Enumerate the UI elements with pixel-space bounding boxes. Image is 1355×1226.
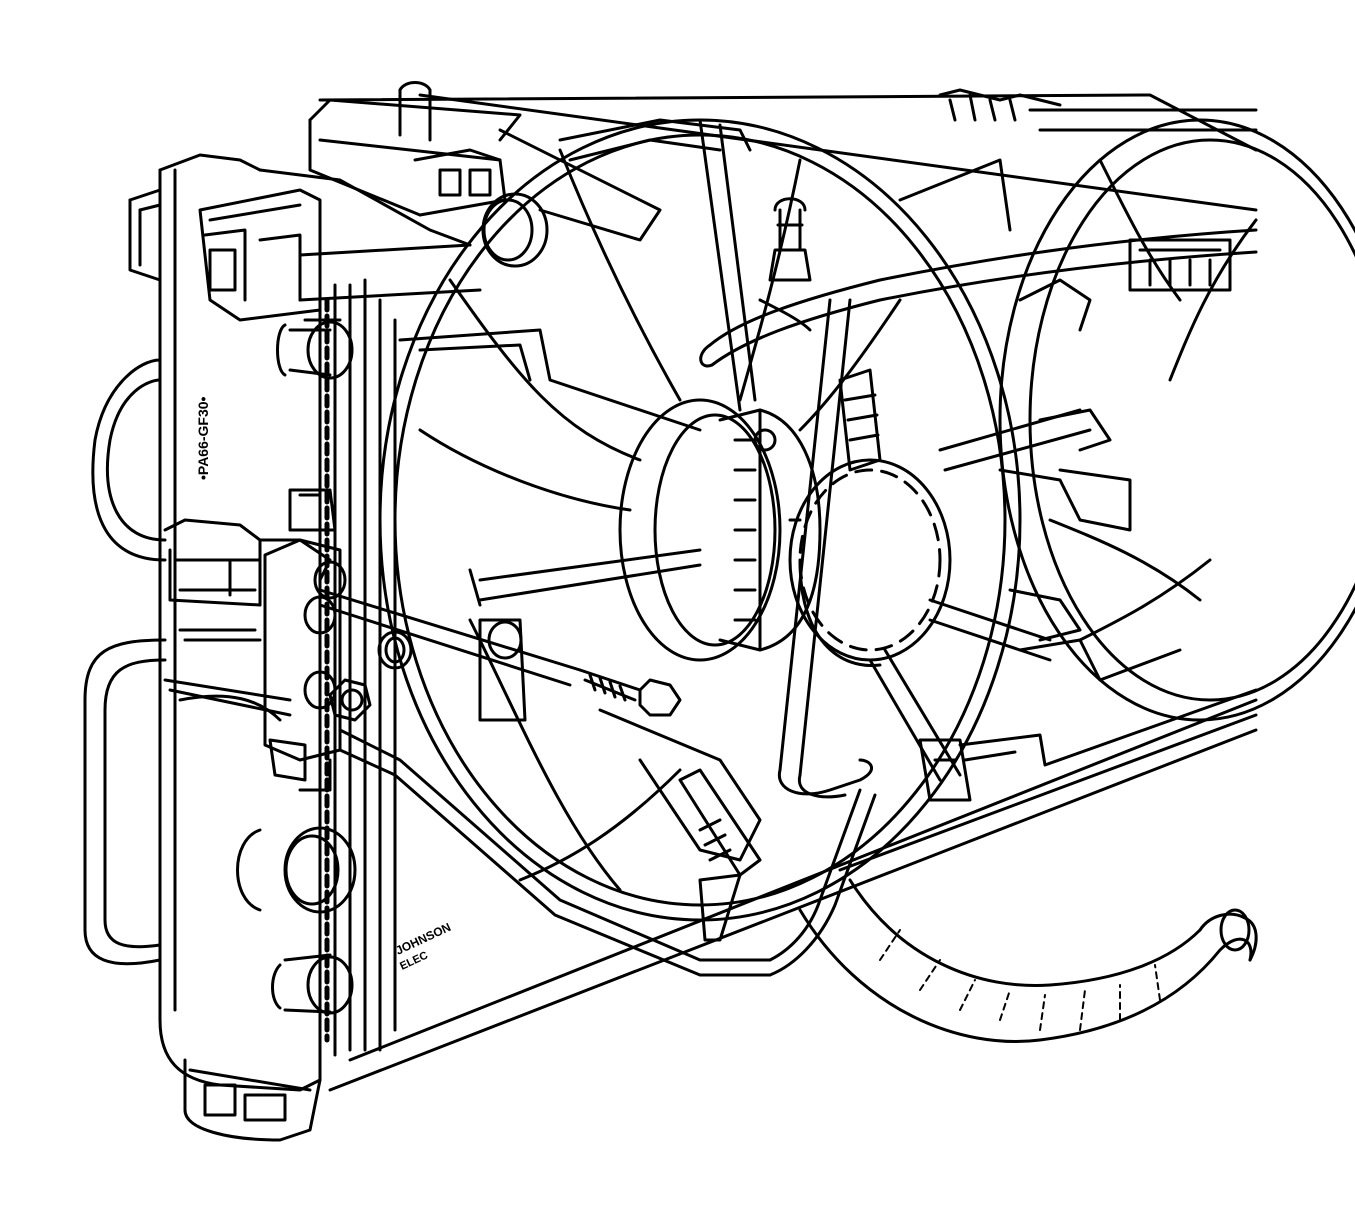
mid-tank-fitting-block [168, 538, 332, 607]
bracket-hex-bolt [328, 678, 372, 722]
radiator-core-edge [318, 278, 367, 1062]
tank-part-number-label: •PA66-GF30• [195, 396, 211, 480]
fan-motor-cap [788, 458, 952, 668]
tank-drain-bracket [183, 1058, 322, 1142]
ac-line-fitting [598, 708, 762, 942]
tank-upper-fitting [276, 318, 354, 380]
upper-crossbar [258, 81, 522, 302]
radiator-left-tank [158, 153, 322, 1092]
motor-mount-bracket-lower [918, 738, 972, 802]
ac-line-lower [338, 728, 877, 977]
tank-lower-fitting [271, 953, 354, 1015]
ac-service-port [768, 197, 812, 282]
right-cooling-fan [998, 118, 1355, 722]
fan-shroud-struts [398, 118, 962, 782]
bracket-through-bolt [318, 588, 682, 722]
core-clip-lower [268, 738, 307, 782]
right-upper-clip [1128, 238, 1232, 292]
lower-radiator-hose [798, 878, 1258, 1043]
ac-line-loop-left [83, 358, 167, 966]
left-cooling-fan [378, 118, 1022, 922]
fan-motor-hub [618, 398, 822, 662]
core-clip-upper [288, 488, 337, 532]
tank-upper-radiator-hose-neck [236, 826, 357, 914]
motor-wire-connector [838, 368, 882, 472]
top-wire-harness [938, 88, 1062, 122]
fan-shroud-frame [318, 93, 1258, 1092]
right-fan-struts [898, 158, 1182, 682]
upper-radiator-plug [481, 192, 549, 268]
